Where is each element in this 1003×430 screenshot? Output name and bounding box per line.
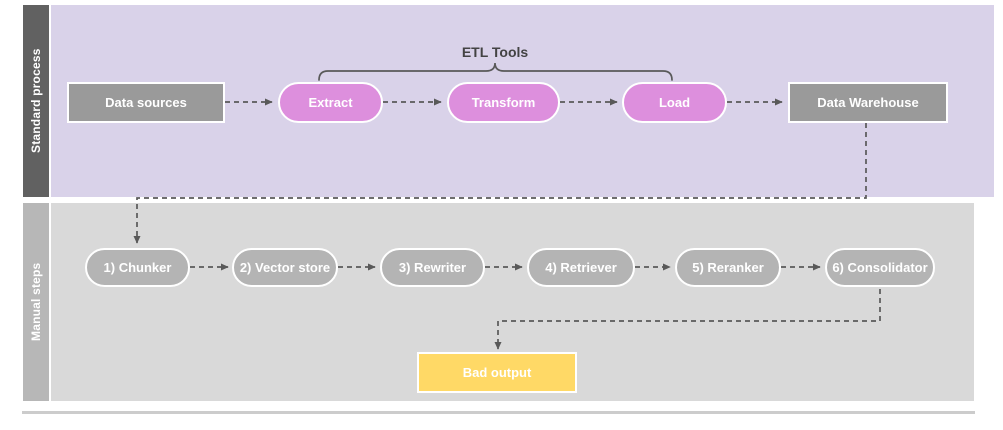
node-transform[interactable]: Transform xyxy=(447,82,560,123)
swimlane-label-manual-steps: Manual steps xyxy=(22,202,50,402)
node-reranker[interactable]: 5) Reranker xyxy=(675,248,781,287)
etl-tools-label: ETL Tools xyxy=(461,44,529,60)
node-data-sources[interactable]: Data sources xyxy=(67,82,225,123)
node-load[interactable]: Load xyxy=(622,82,727,123)
swimlane-label-standard-process: Standard process xyxy=(22,4,50,198)
node-consolidator[interactable]: 6) Consolidator xyxy=(825,248,935,287)
bottom-divider xyxy=(22,411,975,414)
node-retriever[interactable]: 4) Retriever xyxy=(527,248,635,287)
node-extract[interactable]: Extract xyxy=(278,82,383,123)
node-bad-output[interactable]: Bad output xyxy=(417,352,577,393)
node-rewriter[interactable]: 3) Rewriter xyxy=(380,248,485,287)
node-chunker[interactable]: 1) Chunker xyxy=(85,248,190,287)
node-data-warehouse[interactable]: Data Warehouse xyxy=(788,82,948,123)
node-vector-store[interactable]: 2) Vector store xyxy=(232,248,338,287)
